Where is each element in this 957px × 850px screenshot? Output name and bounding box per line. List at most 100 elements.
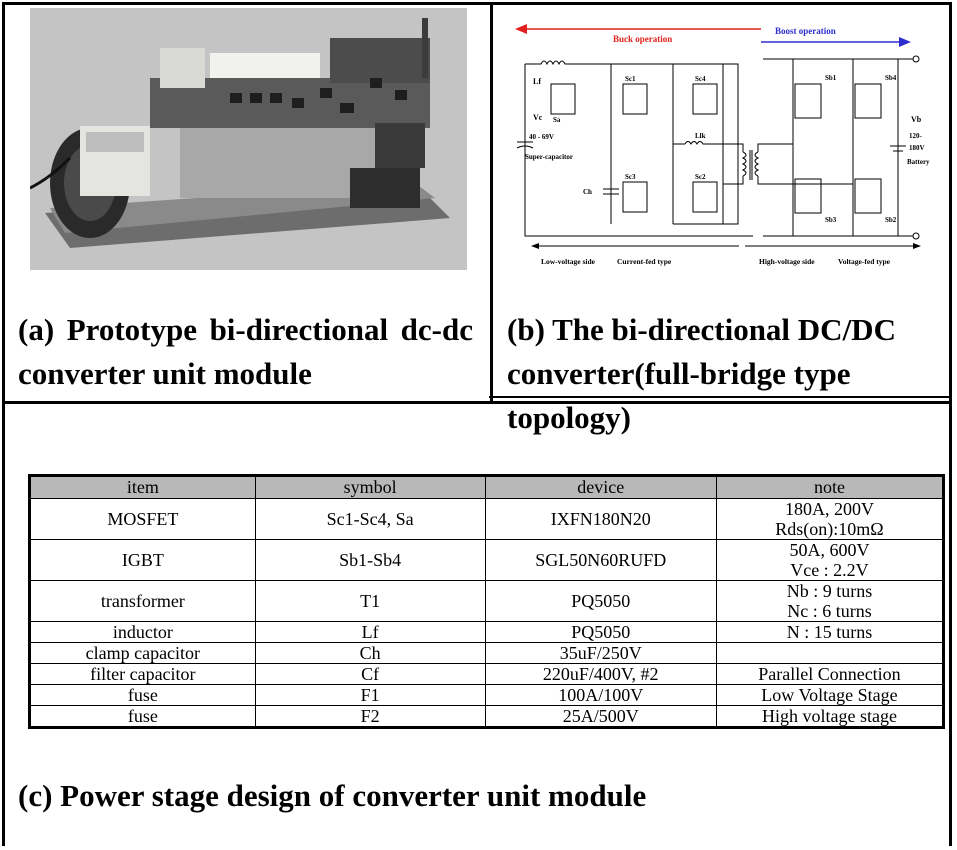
cell-symbol: Sc1-Sc4, Sa: [254, 498, 486, 540]
vc-label: Vc: [533, 113, 543, 122]
cell-symbol: Lf: [254, 621, 486, 643]
panel-b-bottom-rule: [489, 396, 952, 398]
cell-symbol: F1: [254, 684, 486, 706]
header-symbol: symbol: [254, 475, 486, 499]
header-note: note: [715, 475, 945, 499]
switch-symbols: [550, 83, 882, 214]
panel-b-caption: (b) The bi-directional DC/DC converter(f…: [507, 308, 939, 440]
battery-label: Battery: [907, 158, 930, 166]
current-fed-label: Current-fed type: [617, 257, 672, 266]
cell-note: Low Voltage Stage: [715, 684, 945, 706]
cell-note-line: Nb : 9 turns: [786, 581, 873, 601]
sb3-label: Sb3: [825, 216, 837, 224]
cell-item: fuse: [29, 684, 256, 706]
cell-note-line: Rds(on):10mΩ: [775, 519, 884, 539]
cell-note-line: Vce : 2.2V: [790, 560, 869, 580]
table-header-row: item symbol device note: [29, 475, 945, 499]
sb2-label: Sb2: [885, 216, 897, 224]
circuit-wiring: [516, 55, 920, 240]
prototype-photo: [30, 8, 467, 270]
llk-label: Llk: [695, 132, 706, 140]
prototype-photo-drawing: [30, 8, 467, 270]
panel-divider-vertical: [490, 2, 493, 403]
cell-note-line: 180A, 200V: [784, 499, 874, 519]
cell-note: Parallel Connection: [715, 663, 945, 685]
cell-symbol: F2: [254, 705, 486, 728]
cell-device: PQ5050: [484, 621, 717, 643]
cell-note-line: High voltage stage: [761, 706, 897, 726]
supercap-label: Super-capacitor: [525, 153, 573, 161]
cell-item: clamp capacitor: [29, 642, 256, 664]
cell-device: 220uF/400V, #2: [484, 663, 717, 685]
cell-note-line: Low Voltage Stage: [761, 685, 898, 705]
cell-device: 100A/100V: [484, 684, 717, 706]
header-device: device: [484, 475, 717, 499]
boost-label: Boost operation: [775, 26, 836, 36]
cell-note-line: Nc : 6 turns: [787, 601, 872, 621]
cell-symbol: Ch: [254, 642, 486, 664]
panel-c-caption: (c) Power stage design of converter unit…: [18, 778, 647, 813]
panel-b-caption-line1: (b) The bi-directional DC/DC: [507, 312, 896, 347]
vb-range-line2: 180V: [909, 144, 925, 152]
buck-label: Buck operation: [613, 34, 672, 44]
cell-item: filter capacitor: [29, 663, 256, 685]
cell-item: IGBT: [29, 539, 256, 581]
cell-symbol: Sb1-Sb4: [254, 539, 486, 581]
low-side-arrowhead: [531, 243, 539, 249]
converter-circuit-diagram: Buck operation Boost operation: [515, 24, 930, 266]
vb-label: Vb: [911, 115, 922, 124]
sb1-label: Sb1: [825, 74, 837, 82]
cell-note: [715, 642, 945, 664]
ch-label: Ch: [583, 188, 592, 196]
cell-device: PQ5050: [484, 580, 717, 622]
lf-label: Lf: [533, 77, 541, 86]
cell-item: fuse: [29, 705, 256, 728]
cell-item: MOSFET: [29, 498, 256, 540]
header-item: item: [29, 475, 256, 499]
sc4-label: Sc4: [695, 75, 706, 83]
panel-divider-horizontal: [2, 401, 952, 404]
cell-item: inductor: [29, 621, 256, 643]
sc2-label: Sc2: [695, 173, 706, 181]
boost-arrowhead: [899, 37, 911, 47]
cell-device: 25A/500V: [484, 705, 717, 728]
cell-note: High voltage stage: [715, 705, 945, 728]
cell-symbol: T1: [254, 580, 486, 622]
panel-b-caption-line2: converter(full-bridge type topology): [507, 356, 851, 435]
cell-device: 35uF/250V: [484, 642, 717, 664]
cell-note-line: N : 15 turns: [786, 622, 873, 642]
voltage-fed-label: Voltage-fed type: [838, 257, 891, 266]
sa-label: Sa: [553, 116, 561, 124]
cell-device: IXFN180N20: [484, 498, 717, 540]
cell-item: transformer: [29, 580, 256, 622]
cell-note: N : 15 turns: [715, 621, 945, 643]
cell-note-line: 50A, 600V: [789, 540, 870, 560]
cell-symbol: Cf: [254, 663, 486, 685]
vc-range-label: 40 - 69V: [529, 133, 554, 141]
sc3-label: Sc3: [625, 173, 636, 181]
buck-arrowhead: [515, 24, 527, 34]
sb4-label: Sb4: [885, 74, 897, 82]
sc1-label: Sc1: [625, 75, 636, 83]
high-side-label: High-voltage side: [759, 257, 815, 266]
high-side-arrowhead: [913, 243, 921, 249]
cell-device: SGL50N60RUFD: [484, 539, 717, 581]
cell-note-line: Parallel Connection: [758, 664, 901, 684]
low-side-label: Low-voltage side: [541, 257, 596, 266]
vb-range-line1: 120-: [909, 132, 923, 140]
panel-a-caption: (a) Prototype bi-directional dc-dc conve…: [18, 312, 473, 391]
